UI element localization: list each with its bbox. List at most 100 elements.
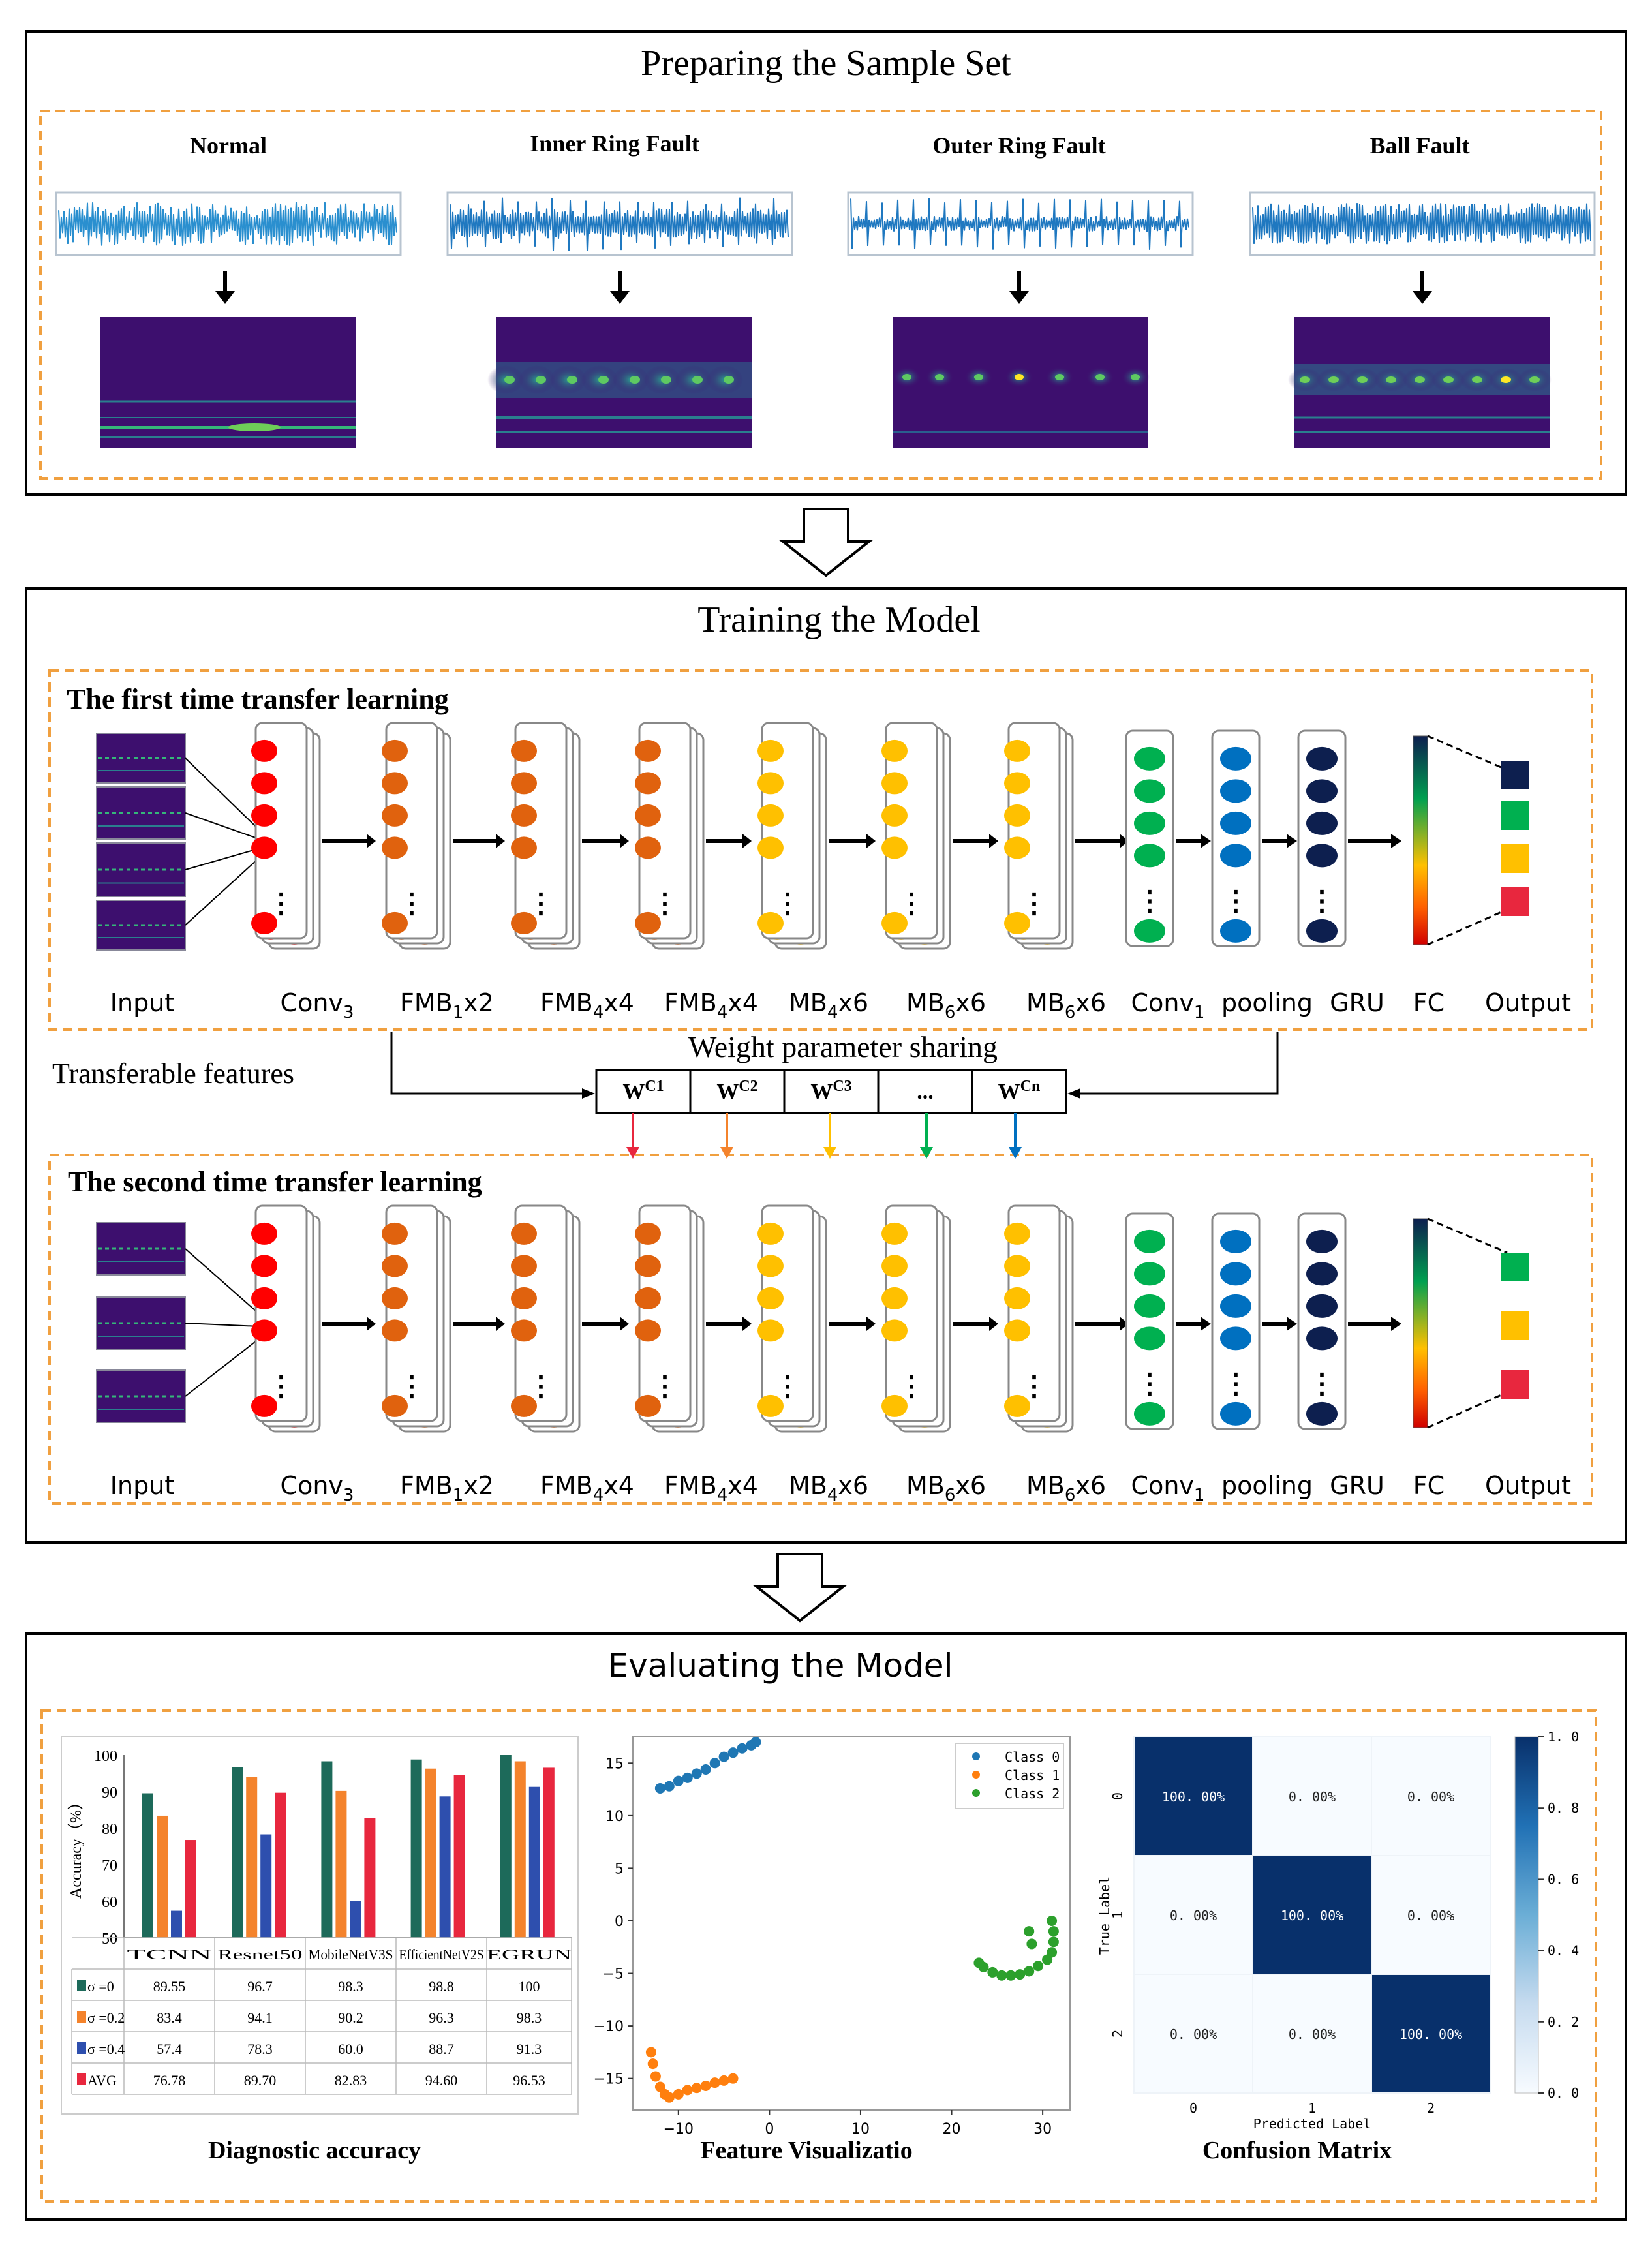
table-value: 96.3 — [429, 2010, 454, 2026]
layer-label-mb: MB4x6 — [789, 988, 868, 1022]
fc-dashed-line — [1427, 908, 1508, 946]
legend-label: Class 0 — [1005, 1749, 1060, 1765]
neuron — [511, 739, 537, 762]
table-value: 91.3 — [517, 2041, 542, 2057]
category-label: EGRUN — [487, 1946, 572, 1963]
transfer-arrowhead-right — [1067, 1088, 1080, 1099]
layer-label-conv: Conv3 — [281, 1471, 354, 1505]
bar-0-1 — [232, 1767, 243, 1938]
scatter-point-2-2 — [987, 1966, 998, 1978]
cm-cell-label: 0. 00% — [1407, 1908, 1454, 1923]
weight-label: WC1 — [622, 1078, 664, 1104]
output-class-square — [1501, 1311, 1529, 1340]
neuron — [382, 836, 408, 859]
colorbar-tick-label: 0. 2 — [1548, 2014, 1579, 2030]
layer-label-name: Input — [110, 988, 174, 1017]
layer-label-subscript: 3 — [343, 1486, 354, 1505]
spectrogram-hotspot — [1357, 376, 1368, 383]
neuron — [1004, 1319, 1030, 1342]
neuron-ellipsis: ⋮ — [774, 1372, 801, 1402]
neuron — [881, 804, 908, 827]
scatter-point-2-5 — [1015, 1969, 1026, 1980]
scatter-point-1-6 — [673, 2088, 684, 2100]
neuron — [511, 1319, 537, 1342]
scatter-point-1-12 — [727, 2073, 739, 2084]
layer-label-gru: GRU — [1330, 988, 1384, 1017]
layer-label-name: FMB — [664, 988, 717, 1017]
table-value: 89.55 — [153, 1978, 186, 1995]
neuron — [1004, 739, 1030, 762]
neuron-ellipsis: ⋮ — [398, 889, 425, 919]
y-tick-label: 60 — [102, 1894, 117, 1911]
neuron — [1306, 746, 1338, 771]
prepare-down-arrows — [215, 271, 1432, 304]
neuron — [635, 911, 661, 934]
scatter-point-1-5 — [664, 2092, 675, 2103]
scatter-point-0-6 — [709, 1758, 720, 1769]
category-label: MobileNetV3S — [309, 1946, 393, 1963]
scatter-point-0-4 — [691, 1768, 702, 1779]
flow-arrowhead — [620, 834, 629, 848]
signal-wave-normal — [58, 202, 397, 246]
table-value: 94.60 — [425, 2072, 458, 2088]
flow-arrowhead — [367, 834, 376, 848]
transfer-line-left — [390, 1032, 591, 1095]
cm-y-tick: 2 — [1110, 2030, 1125, 2038]
scatter-point-1-7 — [682, 2085, 693, 2096]
layer-label-fmb: FMB4x4 — [540, 988, 634, 1022]
layer-label-conv: Conv3 — [281, 988, 354, 1022]
layer-label-subscript: 4 — [593, 1003, 604, 1022]
bar-0-2 — [321, 1761, 333, 1938]
spectrogram-hotspot — [902, 374, 911, 380]
layer-label-conv: Conv1 — [1131, 988, 1205, 1022]
weight-transfer-arrowhead — [626, 1147, 639, 1159]
legend-marker — [972, 1771, 980, 1779]
spectrogram-hotspot — [1529, 376, 1540, 383]
cm-cell-2-0 — [1133, 1974, 1253, 2094]
neuron — [1004, 804, 1030, 827]
cm-x-axis-label: Predicted Label — [1253, 2116, 1371, 2132]
scatter-point-2-3 — [996, 1970, 1007, 1981]
cm-cell-1-0 — [1133, 1855, 1253, 1975]
flow-arrowhead — [1287, 1317, 1297, 1331]
neuron — [1004, 1287, 1030, 1309]
layer-label-name: MB — [789, 988, 827, 1017]
layer-label-output: Output — [1485, 988, 1571, 1017]
scatter-point-0-9 — [737, 1743, 748, 1754]
train-section-title: Training the Model — [697, 600, 980, 640]
flow-arrowhead — [989, 834, 998, 848]
y-tick-label: 5 — [615, 1861, 624, 1877]
layer-label-fc: FC — [1413, 1471, 1445, 1500]
neuron — [511, 804, 537, 827]
cm-x-tick: 1 — [1308, 2100, 1316, 2116]
layer-label-subscript: 6 — [1065, 1003, 1076, 1022]
layer-label-name: GRU — [1330, 988, 1384, 1017]
layer-label-subscript: 6 — [1065, 1486, 1076, 1505]
signal-wave-inner — [450, 197, 789, 251]
panel-title-features: Feature Visualizatio — [700, 2137, 912, 2164]
scatter-point-2-12 — [1047, 1915, 1058, 1926]
layer-label-name: FC — [1413, 988, 1445, 1017]
vibration-signals — [55, 191, 1596, 256]
evaluate-section-title: Evaluating the Model — [608, 1647, 953, 1685]
spectrogram-hotspot — [504, 376, 515, 384]
neuron — [881, 836, 908, 859]
weight-superscript: C2 — [739, 1078, 757, 1095]
bar-2-1 — [260, 1834, 272, 1938]
cm-cell-label: 0. 00% — [1407, 1789, 1454, 1805]
spectrogram-normal — [100, 317, 356, 448]
weight-transfer-arrowhead — [920, 1147, 933, 1159]
legend-marker — [972, 1752, 980, 1760]
spectrogram-hotspot — [1131, 374, 1140, 380]
prepare-section-title: Preparing the Sample Set — [641, 43, 1011, 84]
weight-label: WCn — [998, 1078, 1041, 1104]
layer-label-gru: GRU — [1330, 1471, 1384, 1500]
legend-label: Class 1 — [1005, 1767, 1060, 1783]
neuron — [757, 836, 784, 859]
x-tick-label: −10 — [664, 2121, 694, 2137]
output-class-square — [1501, 801, 1529, 830]
fc-gradient-bar — [1413, 1218, 1428, 1428]
